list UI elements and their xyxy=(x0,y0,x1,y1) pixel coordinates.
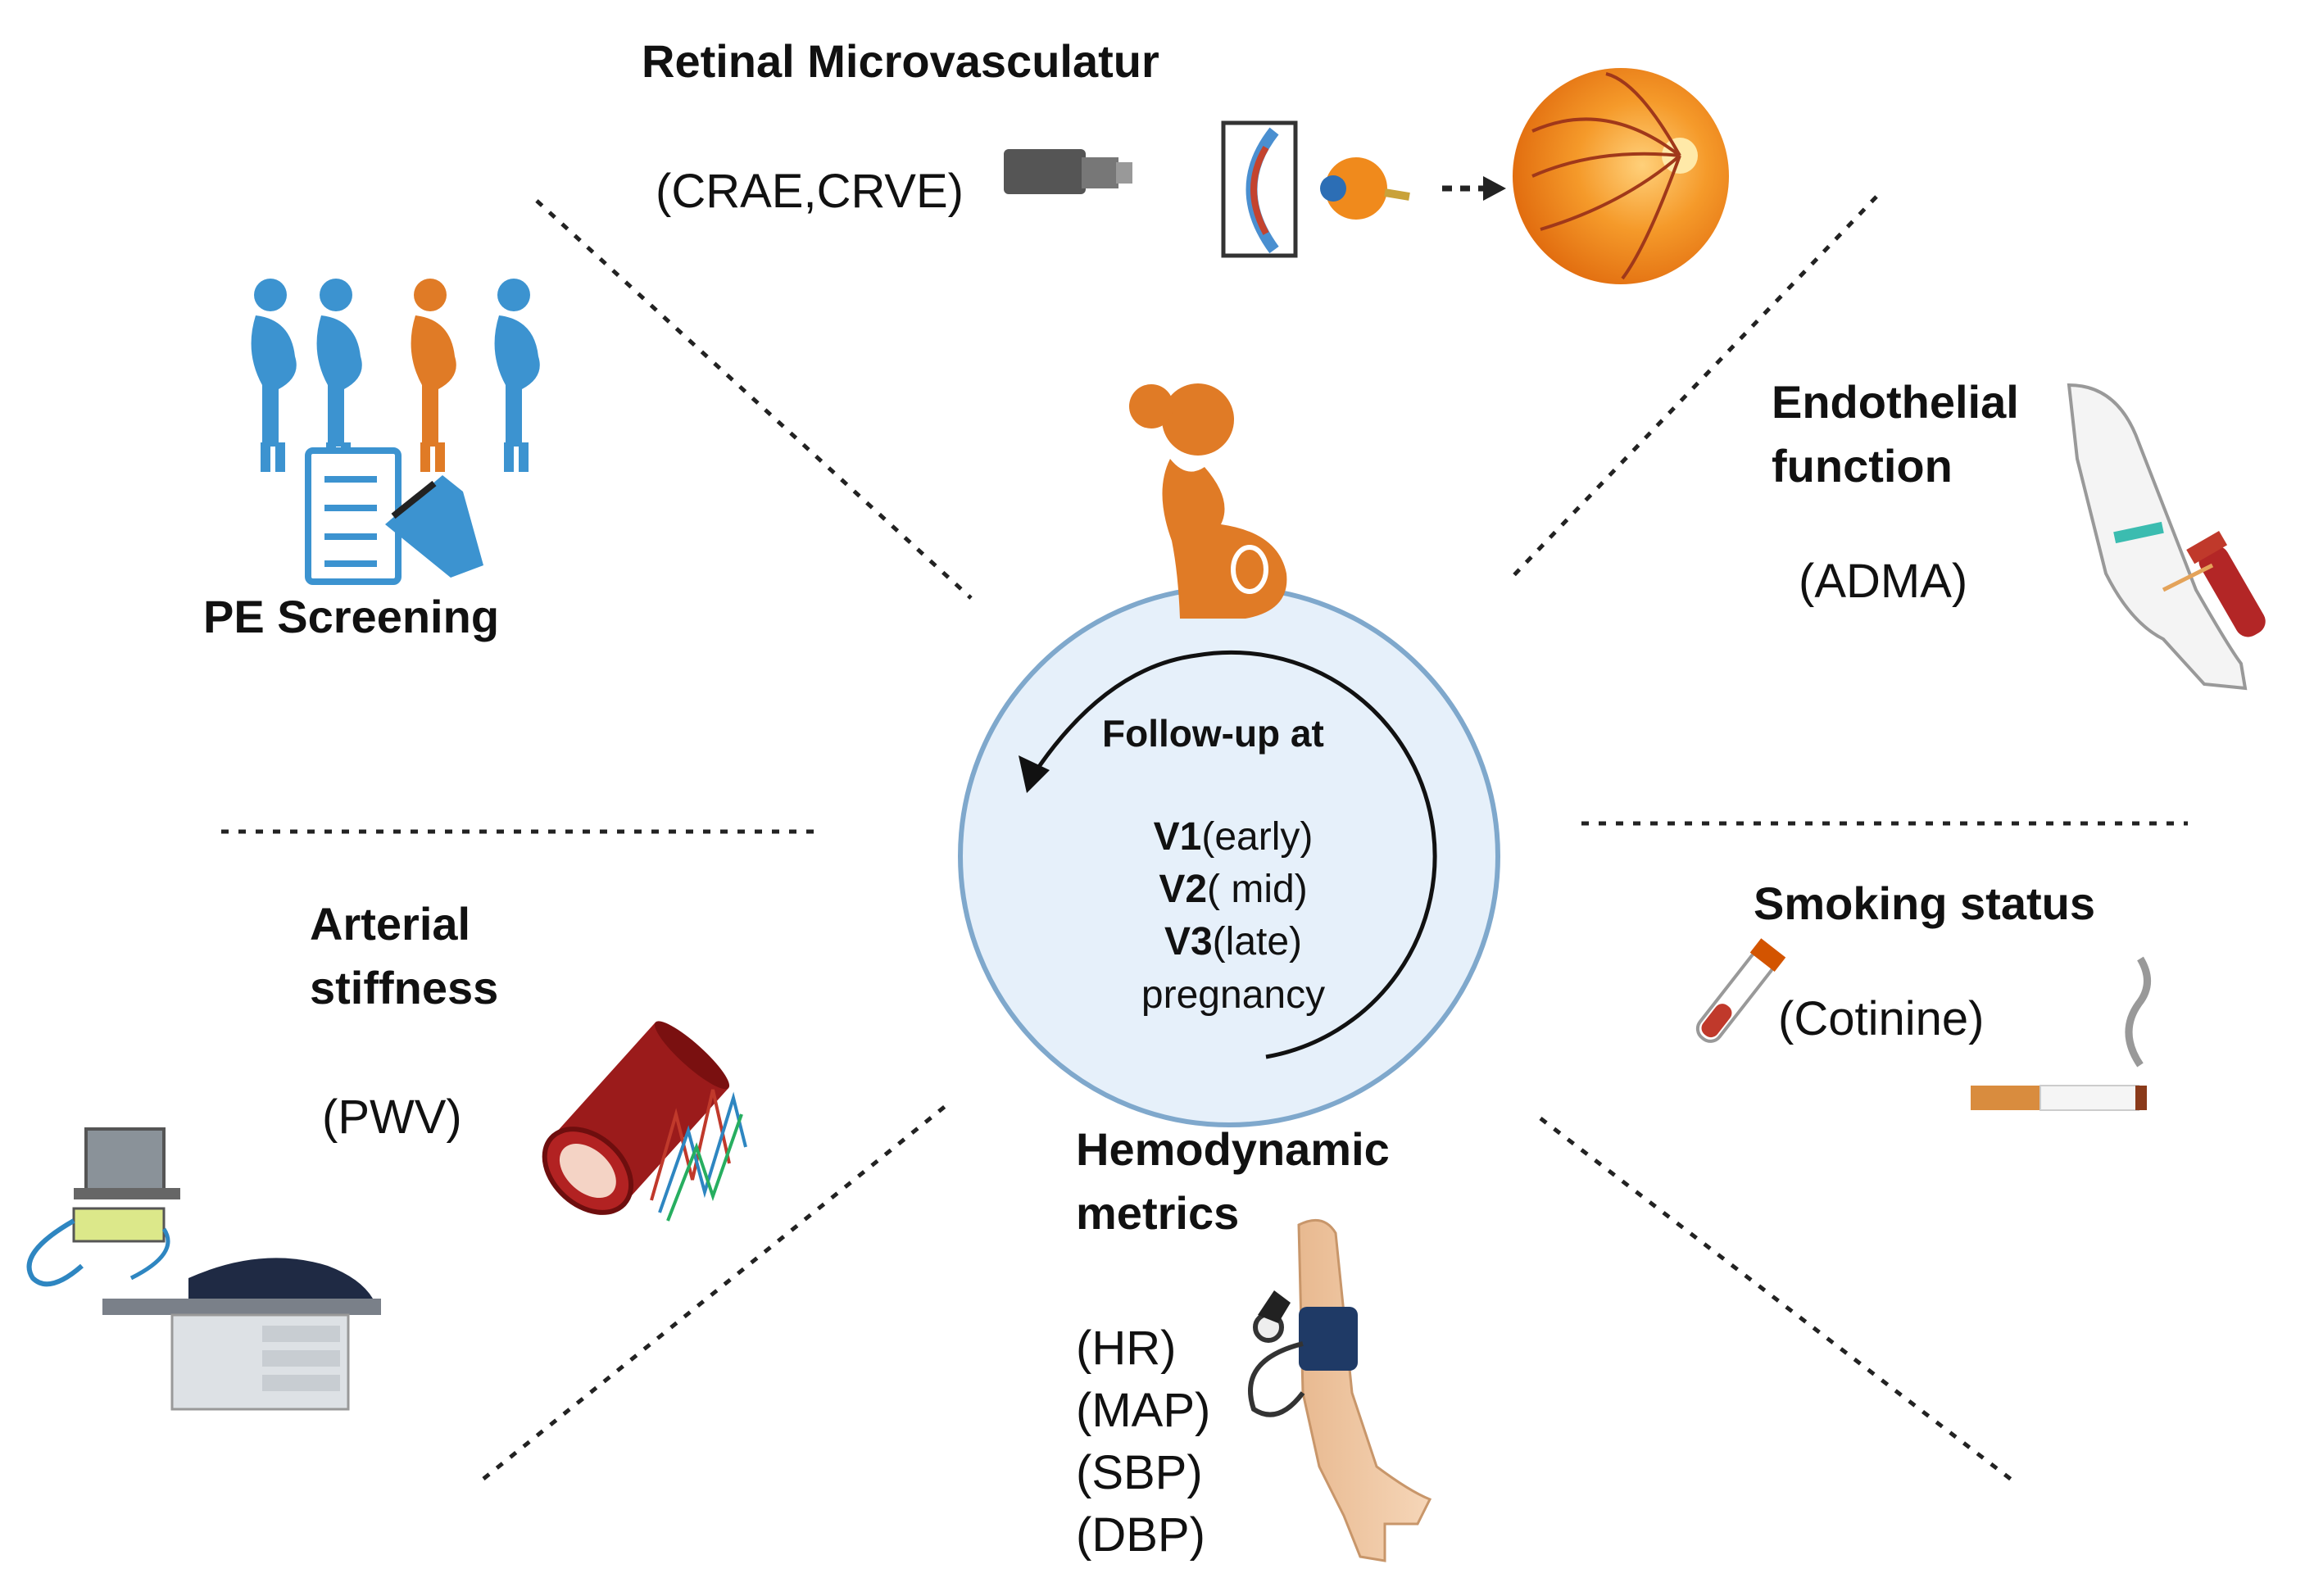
retinal-imaging-illustration xyxy=(1004,68,1729,284)
visit-v1-code: V1 xyxy=(1153,815,1202,859)
patient-icon xyxy=(188,1258,373,1299)
dotted-dividers xyxy=(221,195,2188,1485)
divider-bottom-left xyxy=(482,1100,952,1480)
checklist-icon xyxy=(305,447,483,585)
divider-top-left xyxy=(535,199,973,600)
hemodynamic-param-dbp: (DBP) xyxy=(1076,1508,1205,1562)
pregnant-woman-icon xyxy=(1129,383,1287,619)
cigarette-icon xyxy=(1971,956,2151,1111)
pe-screening-illustration xyxy=(251,279,540,585)
visit-v2-code: V2 xyxy=(1159,868,1208,911)
pulse-wave-icon xyxy=(650,1089,747,1222)
smoking-title: Smoking status xyxy=(1754,877,2095,929)
pwv-device-illustration xyxy=(26,1127,381,1411)
hemodynamic-param-map: (MAP) xyxy=(1076,1384,1211,1437)
blood-tube-icon xyxy=(2186,530,2266,637)
divider-top-right xyxy=(1506,195,1878,583)
camera-icon xyxy=(1004,149,1132,194)
endothelial-title-line2: function xyxy=(1772,440,1953,492)
visit-v1: V1(early) xyxy=(1139,814,1327,861)
visit-v1-label: (early) xyxy=(1201,815,1314,859)
arterial-title-line1: Arterial xyxy=(310,898,471,950)
laptop-icon xyxy=(84,1127,166,1192)
arterial-params: (PWV) xyxy=(322,1090,462,1144)
highlighted-pregnant-woman-icon xyxy=(411,279,456,472)
arm-icon xyxy=(1297,1218,1432,1562)
artery-illustration xyxy=(542,1021,747,1222)
pe-screening-title: PE Screening xyxy=(203,591,500,642)
arrow-head xyxy=(1019,755,1050,793)
endothelial-title-line1: Endothelial xyxy=(1772,376,2019,428)
smoking-illustration xyxy=(1695,938,2151,1111)
arm-icon xyxy=(2067,383,2248,691)
bp-cuff-icon xyxy=(1299,1307,1358,1371)
hemodynamic-title-line1: Hemodynamic xyxy=(1076,1123,1390,1175)
sample-tube-icon xyxy=(1695,938,1786,1043)
hemodynamic-param-sbp: (SBP) xyxy=(1076,1446,1203,1499)
pregnant-women-group-icon xyxy=(251,279,540,472)
retina-fundus-icon xyxy=(1513,68,1729,284)
artery-icon xyxy=(542,1021,730,1215)
blood-pressure-illustration xyxy=(1248,1218,1432,1562)
arterial-title-line2: stiffness xyxy=(310,962,499,1013)
device-box-icon xyxy=(72,1207,166,1243)
retinal-title: Retinal Microvasculatur xyxy=(642,35,1159,87)
hemodynamic-title-line2: metrics xyxy=(1076,1187,1240,1239)
endothelial-params: (ADMA) xyxy=(1799,555,1968,608)
visit-v2-label: ( mid) xyxy=(1207,868,1308,911)
divider-bottom-right xyxy=(1539,1117,2017,1485)
visit-v3-code: V3 xyxy=(1164,920,1213,963)
cycle-arrow xyxy=(1026,650,1437,1059)
follow-up-circle xyxy=(958,585,1500,1127)
follow-up-heading: Follow-up at xyxy=(1102,712,1324,755)
smoking-params: (Cotinine) xyxy=(1778,992,1985,1045)
hemodynamic-param-hr: (HR) xyxy=(1076,1322,1177,1375)
visit-v2: V2( mid) xyxy=(1139,867,1327,914)
visit-v3-label: (late) xyxy=(1212,920,1303,963)
eye-cross-section-icon xyxy=(1221,120,1410,258)
dashed-arrow-icon xyxy=(1442,176,1506,201)
blood-draw-illustration xyxy=(2067,383,2266,691)
retinal-params: (CRAE,CRVE) xyxy=(656,165,964,218)
pregnancy-label: pregnancy xyxy=(1141,973,1326,1017)
visit-v3: V3(late) xyxy=(1139,919,1327,966)
